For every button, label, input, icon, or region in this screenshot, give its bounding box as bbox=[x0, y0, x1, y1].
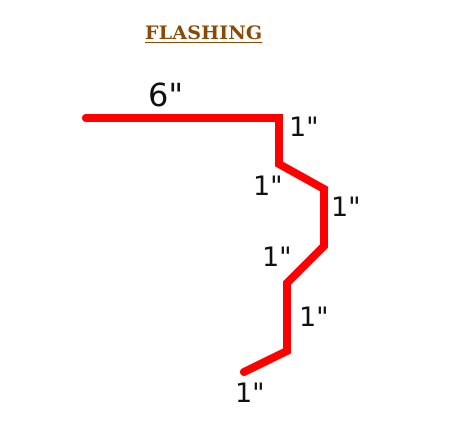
dimension-label-segment-6: 1" bbox=[235, 378, 265, 409]
flashing-profile-line bbox=[82, 114, 328, 376]
dimension-label-top-length: 6" bbox=[148, 76, 183, 114]
dimension-label-segment-5: 1" bbox=[299, 302, 329, 333]
dimension-label-segment-3: 1" bbox=[331, 192, 361, 223]
dimension-label-segment-2: 1" bbox=[253, 171, 283, 202]
dimension-label-segment-4: 1" bbox=[262, 242, 292, 273]
diagram-title: FLASHING bbox=[145, 22, 263, 44]
dimension-label-segment-1: 1" bbox=[289, 112, 319, 143]
